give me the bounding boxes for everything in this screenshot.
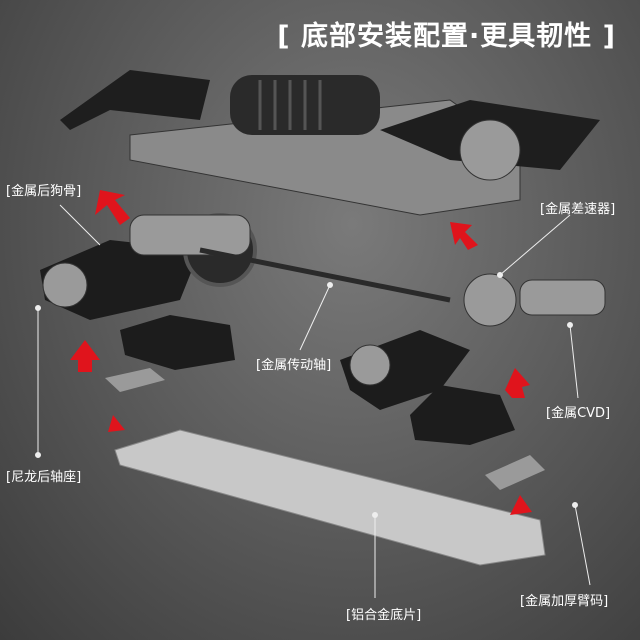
front-axle-assembly (340, 273, 606, 410)
page-title: [ 底部安装配置·更具韧性 ] (277, 21, 616, 52)
label-differential: [金属差速器] (540, 202, 616, 217)
label-chassis-plate: [铝合金底片] (346, 608, 422, 623)
arm-mount-rear (105, 368, 165, 392)
rear-axle-assembly (40, 213, 257, 320)
label-rear-axle-seat: [尼龙后轴座] (6, 470, 82, 485)
label-rear-dogbone: [金属后狗骨] (6, 184, 82, 199)
rear-mount (120, 315, 235, 370)
leader-lines (35, 204, 591, 598)
front-mount (410, 385, 515, 445)
label-drive-shaft: [金属传动轴] (256, 358, 332, 373)
red-arrow-icons (70, 190, 532, 515)
aluminum-plate (114, 429, 546, 566)
label-arm-mount: [金属加厚臂码] (520, 594, 609, 609)
drive-shaft (199, 247, 451, 303)
arm-mount-front (485, 455, 545, 490)
label-cvd: [金属CVD] (546, 406, 611, 421)
upper-chassis (60, 70, 600, 216)
